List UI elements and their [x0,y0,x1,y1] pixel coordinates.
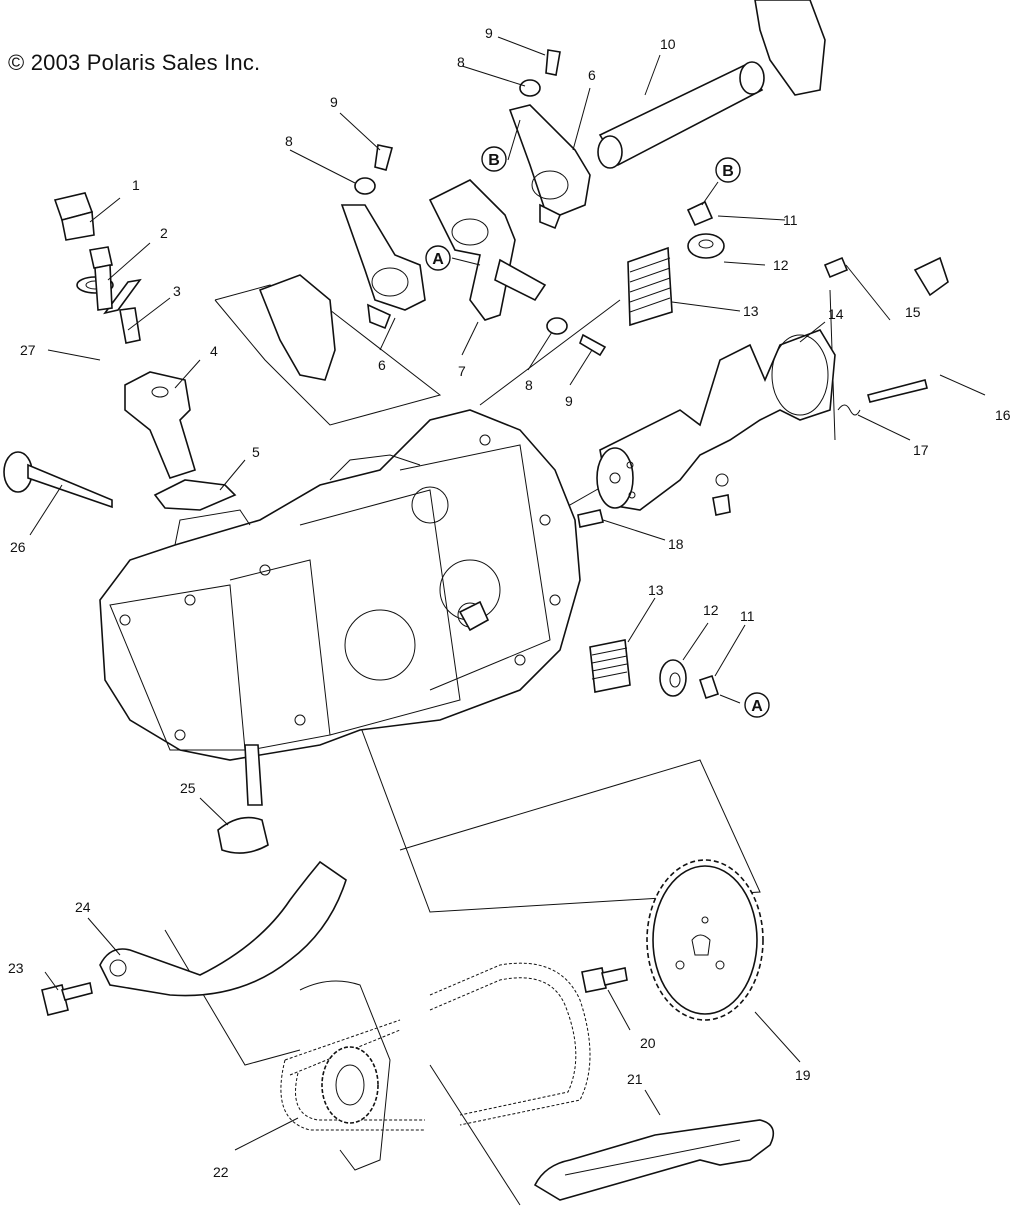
part-7-rocker-arm-center [428,179,547,321]
label-23: 23 [8,960,24,976]
part-24-chain-guide [99,860,347,997]
part-8-nut-lower [546,317,568,335]
part-13-spring-lower [589,639,631,693]
label-26: 26 [10,539,26,555]
label-11-upper: 11 [783,212,798,228]
part-9-screw-left [374,144,393,171]
part-27-bolt [89,246,113,269]
label-18: 18 [668,536,684,552]
part-15-pin [823,256,849,279]
label-14: 14 [828,306,844,322]
part-12-retainer-upper [687,233,725,259]
part-23-bolt [41,982,93,1016]
callout-b-right: B [715,157,741,183]
label-8-top: 8 [457,54,465,70]
leader-lines [29,36,986,1151]
svg-text:A: A [751,698,763,715]
part-11-keeper-lower [698,674,720,700]
label-9-left: 9 [330,94,338,110]
part-5-gasket [153,479,237,511]
label-12-upper: 12 [773,257,789,273]
label-22: 22 [213,1164,229,1180]
label-16: 16 [995,407,1011,423]
label-2: 2 [160,225,168,241]
part-11-keeper-upper [686,200,714,227]
part-19-cam-sprocket [646,859,764,1021]
part-16-decomp-shaft [867,256,949,403]
part-12-retainer-lower [659,659,687,697]
part-number-labels: 1 2 3 4 5 6 6 7 8 8 8 9 9 9 10 11 11 12 … [8,25,1011,1180]
crank-sprocket [299,980,391,1171]
copyright-notice: © 2003 Polaris Sales Inc. [8,50,261,75]
part-22-timing-chain [280,962,591,1131]
svg-text:B: B [488,152,500,169]
label-8-left: 8 [285,133,293,149]
part-10-rocker-shaft [597,61,765,169]
label-13-upper: 13 [743,303,759,319]
label-9-top: 9 [485,25,493,41]
label-24: 24 [75,899,91,915]
part-6-rocker-arm-right [508,104,591,230]
callout-b-upper: B [481,146,507,172]
cover-plate [258,274,336,381]
valve-stem-guide [458,600,490,632]
part-21-chain-guide [533,1119,775,1201]
label-27: 27 [20,342,36,358]
label-5: 5 [252,444,260,460]
callout-a-lower: A [744,692,770,718]
part-1-plug-bolt [53,192,95,241]
label-7: 7 [458,363,466,379]
label-10: 10 [660,36,676,52]
part-4-tensioner [124,371,196,479]
part-20-sprocket-bolt [581,967,628,993]
label-6-right: 6 [588,67,596,83]
label-21: 21 [627,1071,643,1087]
svg-text:A: A [432,251,444,268]
housing-partial [754,0,826,96]
label-4: 4 [210,343,218,359]
label-13-lower: 13 [648,582,664,598]
part-25-valve [217,744,269,854]
label-12-lower: 12 [703,602,719,618]
part-13-spring-upper [627,246,673,327]
part-6-rocker-arm-left [340,204,426,330]
label-17: 17 [913,442,929,458]
label-1: 1 [132,177,140,193]
label-9-lower: 9 [565,393,573,409]
cam-nut [712,494,731,516]
label-3: 3 [173,283,181,299]
part-26-valve [3,451,113,509]
label-15: 15 [905,304,921,320]
part-17-spring [837,404,861,416]
part-3-stud [103,278,142,315]
label-19: 19 [795,1067,811,1083]
label-25: 25 [180,780,196,796]
label-20: 20 [640,1035,656,1051]
part-9-screw-top [545,49,561,76]
part-9-screw-lower [579,333,607,357]
part-18-dowel-pin [577,509,604,528]
label-6-left: 6 [378,357,386,373]
part-14-camshaft [596,329,836,511]
label-11-lower: 11 [740,608,755,624]
part-8-nut-left [354,177,376,195]
callout-a-upper: A [425,245,451,271]
part-8-nut-top [519,79,541,97]
svg-text:B: B [722,163,734,180]
label-8-lower: 8 [525,377,533,393]
